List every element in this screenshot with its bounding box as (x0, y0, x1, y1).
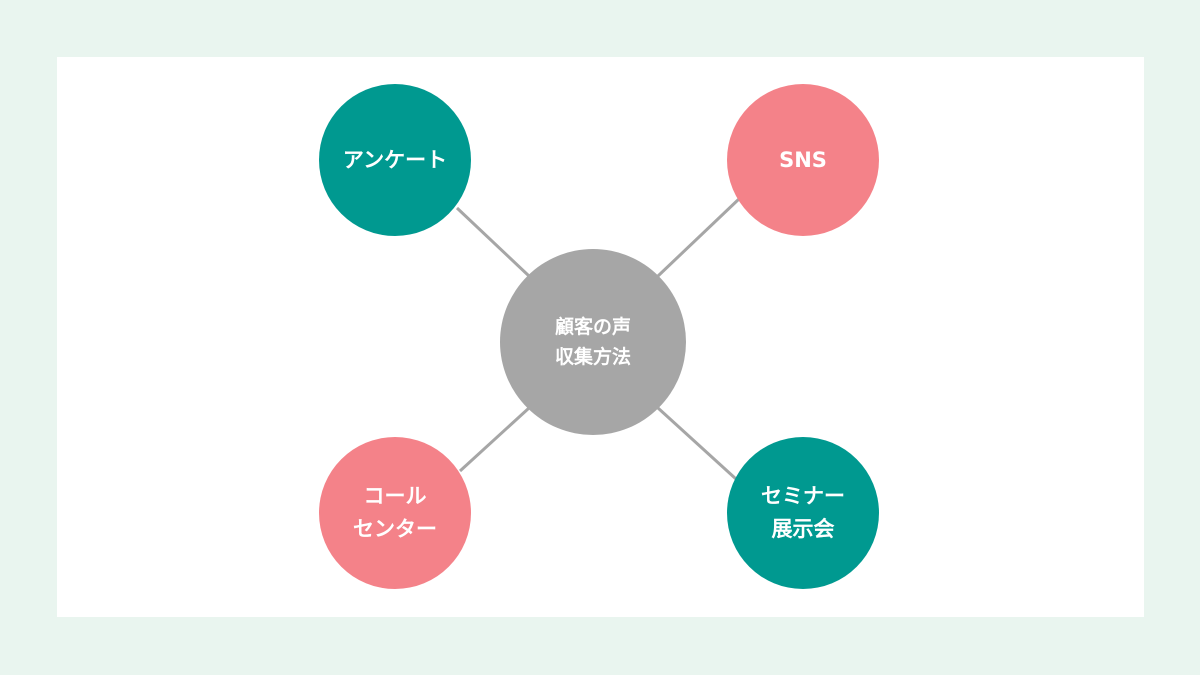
node-sns-label: SNS (779, 144, 827, 177)
node-call-center-line-1: コール (363, 484, 427, 509)
node-seminar-line-2: 展示会 (771, 517, 835, 541)
center-node-line-2: 収集方法 (554, 346, 631, 368)
node-survey-label: アンケート (343, 144, 447, 177)
center-node-customer-voice: 顧客の声 収集方法 (500, 249, 686, 435)
node-survey: アンケート (319, 84, 471, 236)
node-call-center: コール センター (319, 437, 471, 589)
node-call-center-line-2: センター (353, 517, 437, 541)
center-node-label: 顧客の声 収集方法 (555, 312, 631, 373)
node-seminar-exhibition-label: セミナー 展示会 (761, 480, 845, 545)
connector-bottom-right (656, 406, 738, 481)
node-sns: SNS (727, 84, 879, 236)
node-call-center-label: コール センター (353, 480, 437, 545)
node-seminar-line-1: セミナー (761, 484, 845, 509)
node-survey-line-1: アンケート (342, 147, 448, 172)
node-sns-line-1: SNS (779, 147, 827, 172)
node-seminar-exhibition: セミナー 展示会 (727, 437, 879, 589)
connector-bottom-left (458, 406, 531, 473)
connector-top-left (455, 206, 531, 278)
connector-top-right (656, 196, 742, 278)
center-node-line-1: 顧客の声 (554, 315, 631, 338)
